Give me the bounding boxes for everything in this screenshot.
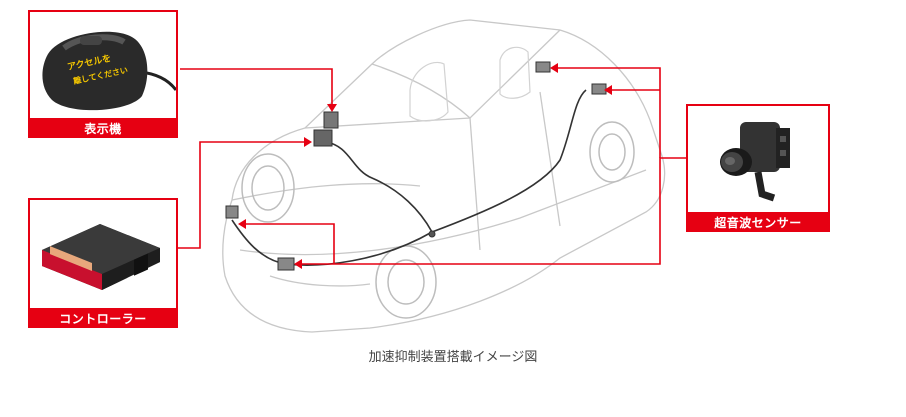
car-sensor-front-1 xyxy=(225,205,239,219)
car-sensor-front-2 xyxy=(277,257,295,271)
leader-controller xyxy=(176,141,306,249)
front-right-wheel-rim xyxy=(387,259,425,305)
controller-image xyxy=(42,224,160,290)
car-grille xyxy=(269,275,371,287)
leader-display xyxy=(180,68,333,106)
front-seat xyxy=(409,61,449,122)
car-connector xyxy=(428,230,436,238)
leader-sensor-rear-trunk xyxy=(556,67,661,158)
car-sensor-rear-1 xyxy=(535,61,551,73)
display-unit-image: アクセルを 離してください xyxy=(42,31,176,111)
car-side-line xyxy=(239,169,647,256)
wire-harness-rear xyxy=(431,89,587,233)
car-hood-line xyxy=(231,183,421,201)
front-left-wheel-rim xyxy=(251,165,285,211)
ultrasonic-sensor-image xyxy=(720,122,790,202)
leader-sensor-arrow-rear-1 xyxy=(550,63,558,73)
display-unit-label: 表示機 xyxy=(30,118,176,136)
leader-sensor-front-1 xyxy=(244,223,335,264)
car-display-mount xyxy=(323,111,339,129)
rear-seat xyxy=(499,46,531,99)
diagram-caption: 加速抑制装置搭載イメージ図 xyxy=(368,350,538,365)
ultrasonic-sensor-box: 超音波センサー xyxy=(686,104,830,232)
rear-right-wheel xyxy=(589,121,635,183)
leader-controller-arrow xyxy=(304,137,312,147)
display-unit-box: アクセルを 離してください 表示機 xyxy=(28,10,178,138)
car-body-outline xyxy=(222,19,666,333)
rear-right-wheel-rim xyxy=(598,133,626,171)
leader-sensor-trunk xyxy=(300,157,686,265)
ultrasonic-sensor-label: 超音波センサー xyxy=(688,212,828,230)
car-door-line-1 xyxy=(469,117,481,251)
leader-sensor-arrow-rear-2 xyxy=(604,85,612,95)
leader-sensor-arrow-front-2 xyxy=(294,259,302,269)
car-door-line-2 xyxy=(539,91,561,227)
car-sensor-rear-2 xyxy=(591,83,607,95)
car-roof-line xyxy=(304,29,561,129)
front-right-wheel xyxy=(375,245,437,319)
controller-box: コントローラー xyxy=(28,198,178,328)
front-left-wheel xyxy=(241,153,295,223)
wire-harness-main xyxy=(325,141,433,233)
controller-label: コントローラー xyxy=(30,308,176,326)
leader-display-arrow xyxy=(327,104,337,112)
leader-sensor-arrow-front-1 xyxy=(238,219,246,229)
wire-harness-front xyxy=(231,219,433,266)
car-windshield xyxy=(371,63,471,119)
car-controller-unit xyxy=(313,129,333,147)
